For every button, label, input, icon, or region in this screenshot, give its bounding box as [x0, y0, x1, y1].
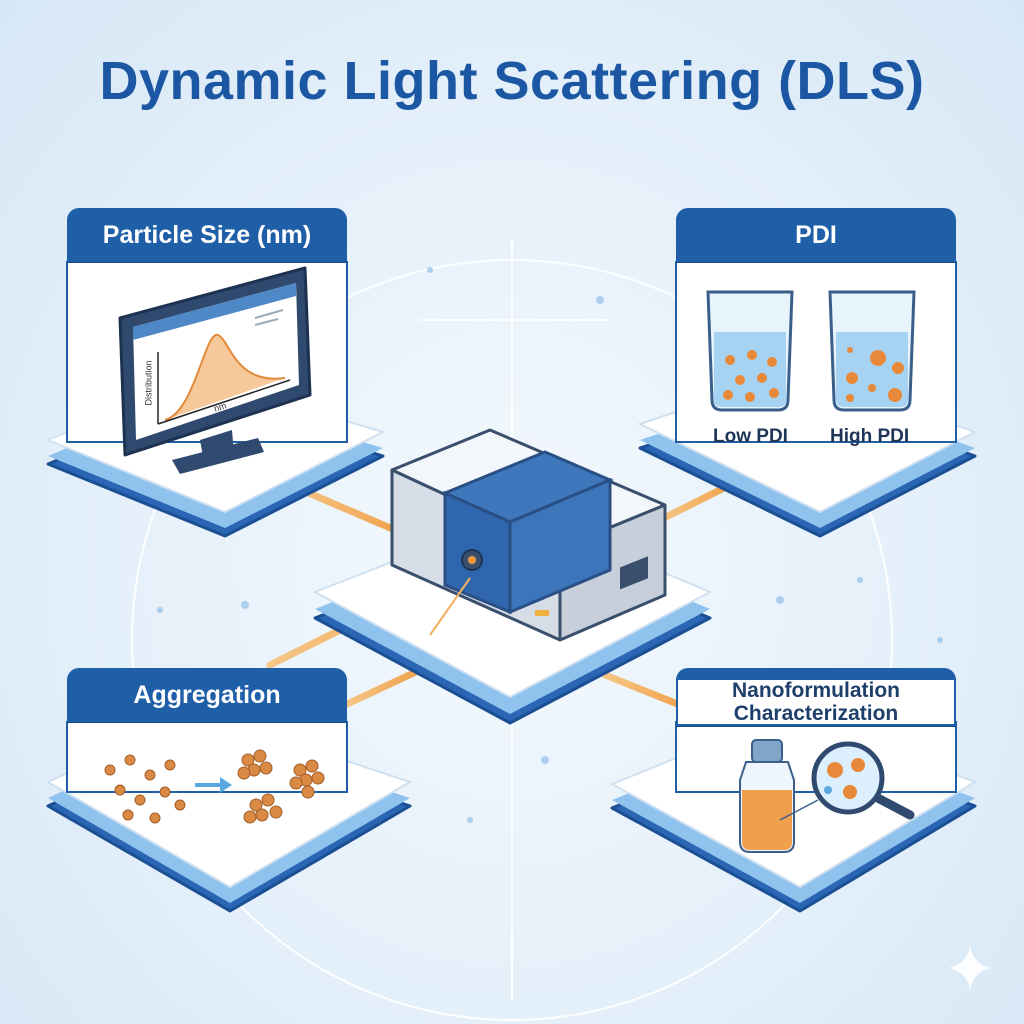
low-pdi-label: Low PDI — [713, 426, 788, 447]
monitor-icon — [118, 266, 312, 474]
dls-instrument-icon — [390, 428, 667, 642]
panel-header-nanoformulation: Nanoformulation Characterization — [676, 668, 956, 726]
platform-aggregation — [45, 710, 413, 913]
panel-header-aggregation: Aggregation — [67, 668, 347, 722]
aggregated-clusters-icon — [237, 749, 325, 824]
sparkle-icon — [948, 945, 992, 990]
panel-header-pdi: PDI — [676, 208, 956, 262]
scattered-light — [429, 577, 471, 636]
header-line-2: Characterization — [733, 702, 899, 725]
panel-header-particle-size: Particle Size (nm) — [67, 208, 347, 262]
beaker-low-pdi-icon — [706, 290, 794, 412]
chart-y-axis-label: Distribution — [143, 360, 154, 406]
arrow-right-icon — [195, 777, 232, 793]
platform-pdi — [637, 261, 978, 538]
dispersed-particles-icon — [104, 754, 186, 824]
header-line-1: Nanoformulation — [732, 679, 900, 702]
magnifier-icon — [779, 741, 915, 821]
high-pdi-label: High PDI — [830, 426, 910, 447]
vial-icon — [739, 739, 795, 853]
background-dots — [157, 267, 943, 823]
beaker-high-pdi-icon — [828, 290, 916, 412]
page-title: Dynamic Light Scattering (DLS) — [99, 51, 925, 111]
